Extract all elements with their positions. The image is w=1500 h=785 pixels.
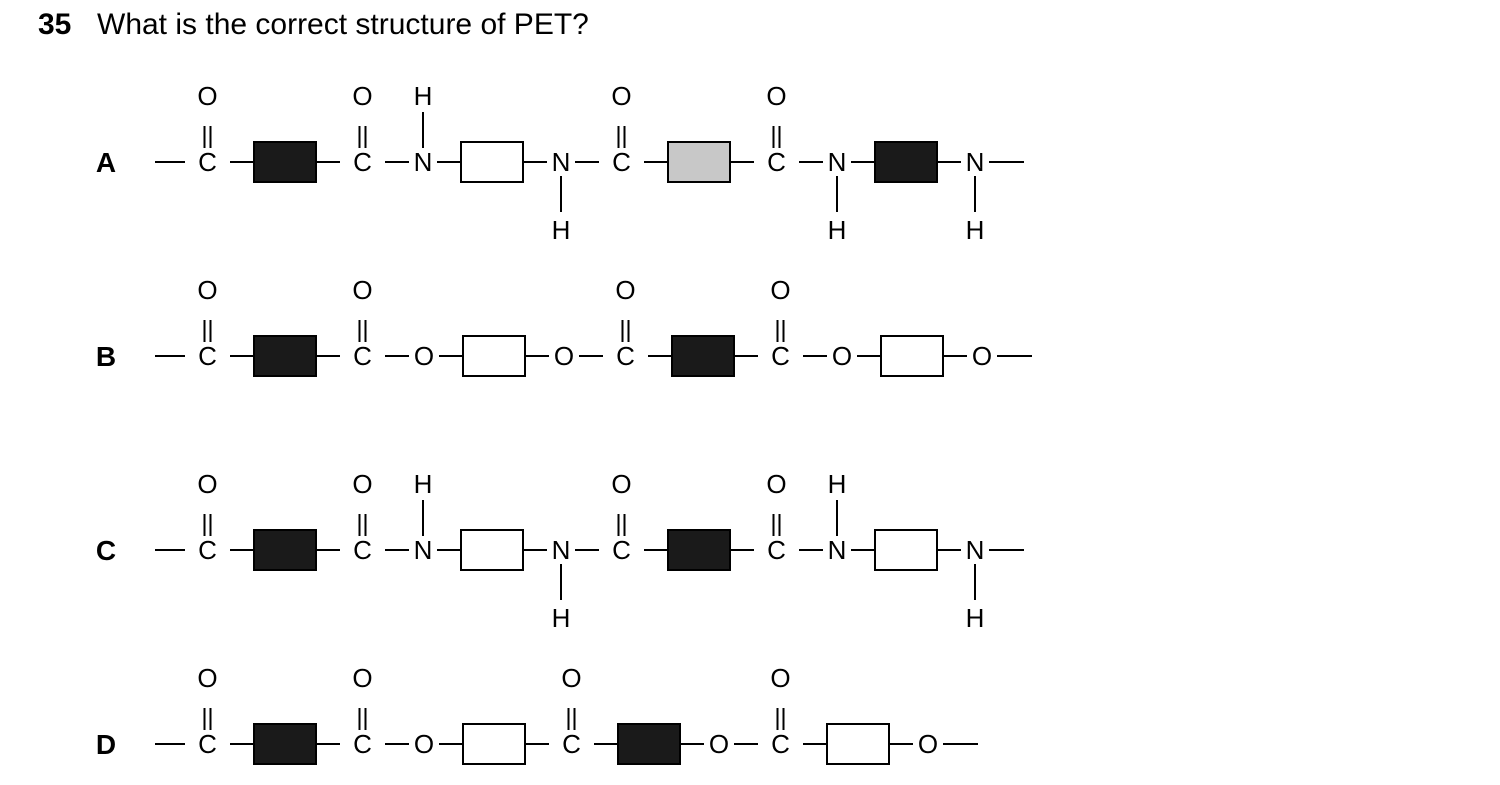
carbon-atom: C: [353, 729, 372, 759]
oxygen-atom: O: [352, 469, 372, 499]
oxygen-atom: O: [615, 275, 635, 305]
question-text: What is the correct structure of PET?: [97, 8, 589, 41]
oxygen-atom: O: [832, 341, 852, 371]
carbon-atom: C: [198, 147, 217, 177]
oxygen-atom: O: [611, 469, 631, 499]
carbon-atom: C: [353, 147, 372, 177]
nitrogen-atom: N: [966, 535, 985, 565]
oxygen-atom: O: [972, 341, 992, 371]
benzene-ring-black: [874, 141, 938, 183]
oxygen-atom: O: [770, 275, 790, 305]
benzene-ring-white: [462, 723, 526, 765]
benzene-ring-black: [253, 529, 317, 571]
oxygen-atom: O: [561, 663, 581, 693]
benzene-ring-white: [462, 335, 526, 377]
oxygen-atom: O: [352, 81, 372, 111]
hydrogen-atom: H: [552, 215, 571, 245]
benzene-ring-black: [253, 335, 317, 377]
oxygen-atom: O: [197, 469, 217, 499]
hydrogen-atom: H: [414, 469, 433, 499]
nitrogen-atom: N: [552, 147, 571, 177]
nitrogen-atom: N: [828, 147, 847, 177]
option-label-c: C: [96, 535, 116, 566]
oxygen-atom: O: [352, 663, 372, 693]
benzene-ring-black: [617, 723, 681, 765]
benzene-ring-white: [874, 529, 938, 571]
oxygen-atom: O: [414, 341, 434, 371]
hydrogen-atom: H: [966, 215, 985, 245]
benzene-ring-black: [253, 141, 317, 183]
carbon-atom: C: [198, 341, 217, 371]
oxygen-atom: O: [766, 81, 786, 111]
hydrogen-atom: H: [828, 469, 847, 499]
oxygen-atom: O: [766, 469, 786, 499]
oxygen-atom: O: [414, 729, 434, 759]
nitrogen-atom: N: [552, 535, 571, 565]
oxygen-atom: O: [197, 81, 217, 111]
benzene-ring-black: [667, 529, 731, 571]
carbon-atom: C: [198, 729, 217, 759]
oxygen-atom: O: [918, 729, 938, 759]
nitrogen-atom: N: [414, 535, 433, 565]
oxygen-atom: O: [352, 275, 372, 305]
carbon-atom: C: [771, 729, 790, 759]
hydrogen-atom: H: [966, 603, 985, 633]
oxygen-atom: O: [709, 729, 729, 759]
question-number: 35: [38, 8, 72, 41]
oxygen-atom: O: [554, 341, 574, 371]
benzene-ring-grey: [667, 141, 731, 183]
nitrogen-atom: N: [966, 147, 985, 177]
oxygen-atom: O: [197, 663, 217, 693]
benzene-ring-white: [460, 141, 524, 183]
hydrogen-atom: H: [552, 603, 571, 633]
nitrogen-atom: N: [828, 535, 847, 565]
oxygen-atom: O: [770, 663, 790, 693]
option-label-a: A: [96, 147, 116, 178]
nitrogen-atom: N: [414, 147, 433, 177]
benzene-ring-black: [253, 723, 317, 765]
hydrogen-atom: H: [828, 215, 847, 245]
carbon-atom: C: [562, 729, 581, 759]
carbon-atom: C: [771, 341, 790, 371]
benzene-ring-white: [460, 529, 524, 571]
benzene-ring-black: [671, 335, 735, 377]
carbon-atom: C: [198, 535, 217, 565]
carbon-atom: C: [767, 147, 786, 177]
option-label-d: D: [96, 729, 116, 760]
hydrogen-atom: H: [414, 81, 433, 111]
carbon-atom: C: [612, 535, 631, 565]
oxygen-atom: O: [197, 275, 217, 305]
carbon-atom: C: [353, 341, 372, 371]
carbon-atom: C: [616, 341, 635, 371]
oxygen-atom: O: [611, 81, 631, 111]
carbon-atom: C: [767, 535, 786, 565]
benzene-ring-white: [880, 335, 944, 377]
carbon-atom: C: [612, 147, 631, 177]
carbon-atom: C: [353, 535, 372, 565]
option-label-b: B: [96, 341, 116, 372]
benzene-ring-white: [826, 723, 890, 765]
